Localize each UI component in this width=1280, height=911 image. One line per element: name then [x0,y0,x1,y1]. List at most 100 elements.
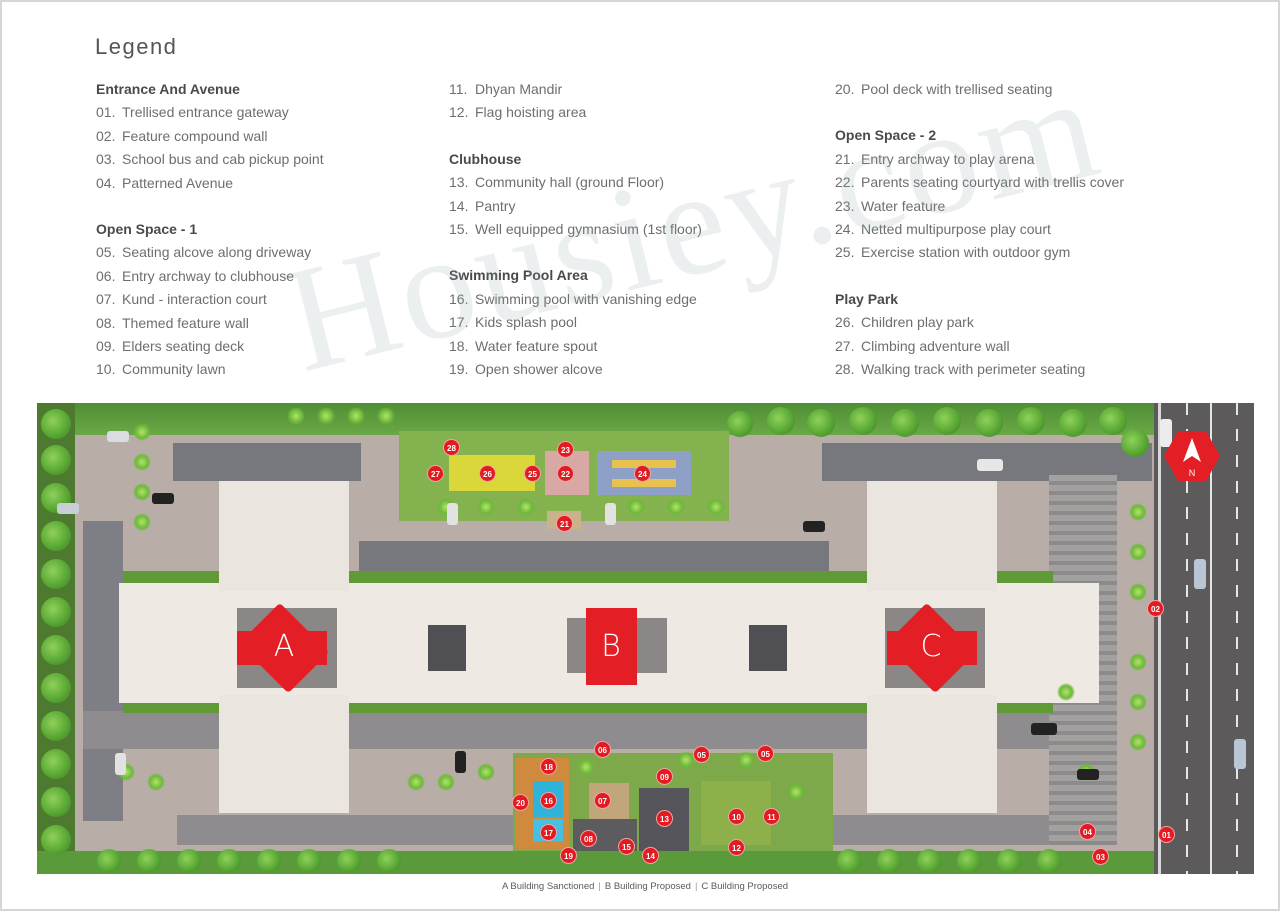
legend-item-03: 03.School bus and cab pickup point [96,151,324,168]
main-road [1154,403,1254,874]
map-marker-04[interactable]: 04 [1079,823,1096,840]
legend-group-title: Open Space - 1 [96,220,198,237]
legend-item-05: 05.Seating alcove along driveway [96,244,312,261]
tree [297,849,321,873]
tower-c-north-wing [867,481,997,591]
legend-item-25: 25.Exercise station with outdoor gym [835,244,1071,261]
driveway-north-west [173,443,361,481]
map-marker-23[interactable]: 23 [557,441,574,458]
legend-item-22: 22.Parents seating courtyard with trelli… [835,174,1124,191]
map-marker-06[interactable]: 06 [594,741,611,758]
tree [975,409,1003,437]
tree [1037,849,1061,873]
map-marker-16[interactable]: 16 [540,792,557,809]
map-marker-05[interactable]: 05 [757,745,774,762]
tree [957,849,981,873]
lane-marking [1186,403,1188,874]
legend-item-11: 11.Dhyan Mandir [449,81,563,97]
map-marker-22[interactable]: 22 [557,465,574,482]
tower-c-south-wing [867,695,997,813]
tree [1121,429,1149,457]
map-marker-20[interactable]: 20 [512,794,529,811]
legend-item-16: 16.Swimming pool with vanishing edge [449,290,697,307]
legend-item-09: 09.Elders seating deck [96,337,245,354]
legend-item-08: 08.Themed feature wall [96,314,249,331]
legend-item-02: 02.Feature compound wall [96,127,268,144]
map-marker-18[interactable]: 18 [540,758,557,775]
legend-group-open-space-2: Open Space - 2 21.Entry archway to play … [835,124,1124,264]
building-a-label[interactable]: A [273,629,295,664]
palm-tree [1129,543,1147,561]
site-plan-map: N A B C 01 02 03 04 05 05 06 07 08 09 10… [37,403,1254,874]
building-a-tag-arms [237,631,327,665]
legend-group-play-park: Play Park 26.Children play park 27.Climb… [835,288,1124,382]
tree [257,849,281,873]
map-marker-09[interactable]: 09 [656,768,673,785]
map-marker-02[interactable]: 02 [1147,600,1164,617]
lawn-strip-north [123,571,1053,585]
building-b-label[interactable]: B [601,629,621,664]
lawn-strip-south [123,701,1053,713]
road-edge-line [1158,403,1161,874]
map-marker-10[interactable]: 10 [728,808,745,825]
palm-tree [1129,693,1147,711]
tree [1059,409,1087,437]
tower-a-south-wing [219,695,349,813]
legend-item-23: 23.Water feature [835,197,946,214]
tree [217,849,241,873]
map-marker-08[interactable]: 08 [580,830,597,847]
tree [727,411,753,437]
tree [377,849,401,873]
lane-marking [1236,403,1238,874]
palm-tree [377,407,395,425]
car [447,503,458,525]
tree [41,787,71,817]
map-marker-13[interactable]: 13 [656,810,673,827]
palm-tree [133,483,151,501]
tree [177,849,201,873]
legend-item-12: 12.Flag hoisting area [449,104,587,121]
tree [41,749,71,779]
map-marker-26[interactable]: 26 [479,465,496,482]
court-yellow-band-1 [612,460,676,468]
caption-building-a: A Building Sanctioned [501,881,595,892]
map-marker-28[interactable]: 28 [443,439,460,456]
map-marker-03[interactable]: 03 [1092,848,1109,865]
map-marker-11[interactable]: 11 [763,808,780,825]
caption-building-c: C Building Proposed [701,881,789,892]
car [107,431,129,442]
map-marker-24[interactable]: 24 [634,465,651,482]
caption-separator: | [598,881,601,892]
legend-item-20: 20.Pool deck with trellised seating [835,81,1053,97]
building-c-label[interactable]: C [920,629,942,664]
map-marker-25[interactable]: 25 [524,465,541,482]
tree [877,849,901,873]
map-marker-21[interactable]: 21 [556,515,573,532]
map-marker-27[interactable]: 27 [427,465,444,482]
palm-tree [1129,583,1147,601]
driveway-north-middle [359,541,829,575]
map-marker-05[interactable]: 05 [693,746,710,763]
legend-column-2: 11.Dhyan Mandir 12.Flag hoisting area Cl… [449,78,702,404]
legend-item-17: 17.Kids splash pool [449,314,577,331]
tree [837,849,861,873]
legend-group-title: Entrance And Avenue [96,81,240,97]
caption-building-b: B Building Proposed [604,881,691,892]
tree [97,849,121,873]
map-marker-01[interactable]: 01 [1158,826,1175,843]
map-marker-15[interactable]: 15 [618,838,635,855]
legend-column-3: 20.Pool deck with trellised seating Open… [835,78,1124,404]
map-marker-17[interactable]: 17 [540,824,557,841]
car [1077,769,1099,780]
palm-tree [517,498,535,516]
palm-tree [787,783,805,801]
map-marker-14[interactable]: 14 [642,847,659,864]
lift-core-bc [749,625,787,671]
map-marker-12[interactable]: 12 [728,839,745,856]
palm-tree [577,758,595,776]
tree [41,521,71,551]
map-marker-07[interactable]: 07 [594,792,611,809]
palm-tree [677,751,695,769]
tree [337,849,361,873]
map-marker-19[interactable]: 19 [560,847,577,864]
